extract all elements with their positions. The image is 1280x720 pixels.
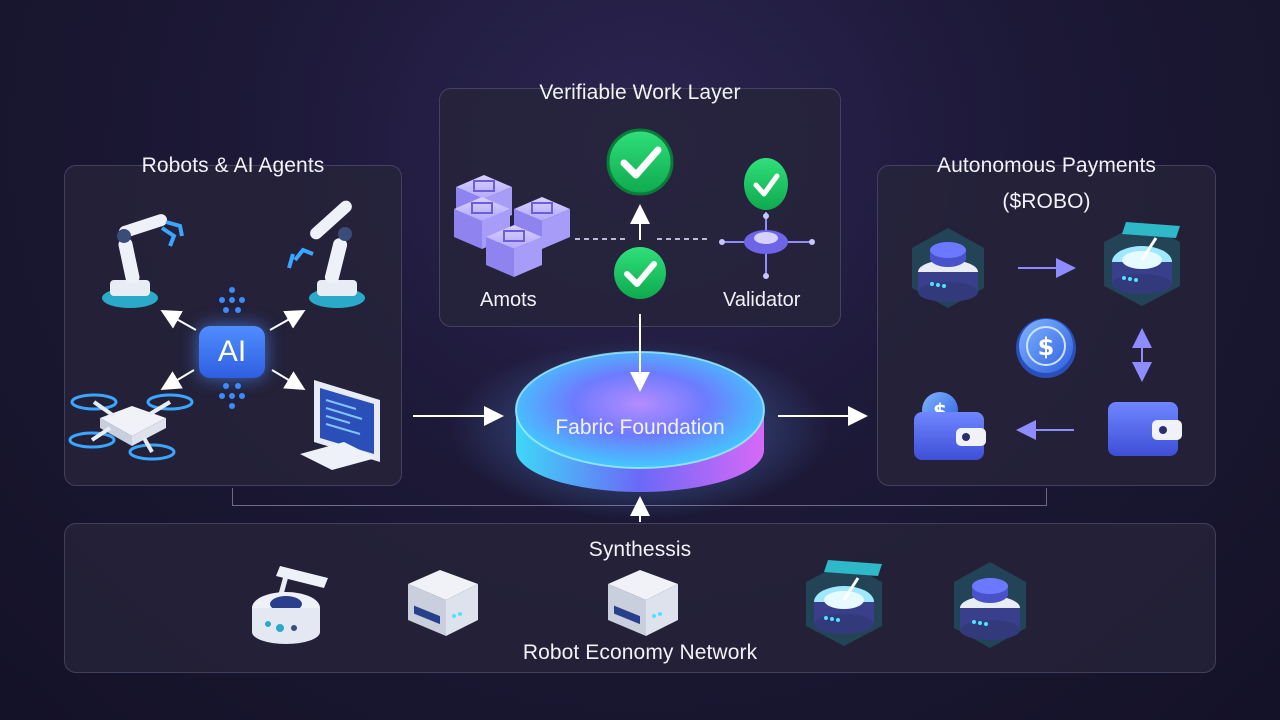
amots-label: Amots [480,289,537,311]
check-badge-icon [614,247,666,299]
ai-badge: AI [199,326,265,378]
synthesis-title: Synthessis [588,538,692,561]
validator-label: Validator [723,289,801,311]
validator-node-icon [719,158,815,279]
drone-icon [68,393,194,461]
robot-arm-icon [287,200,365,308]
robot-station-icon [806,560,882,646]
robot-pod-icon [912,228,984,308]
wallet-coin-icon: $ [914,392,986,460]
wallet-icon [1108,402,1182,456]
robot-arm-icon [102,214,184,308]
dollar-coin-icon: $ [1016,318,1076,378]
payments-title: Autonomous Payments [936,154,1157,177]
robot-scanner-icon [252,566,328,644]
check-badge-icon [606,128,674,196]
fabric-foundation-label: Fabric Foundation [555,416,725,439]
robots-agents-title: Robots & AI Agents [141,154,325,177]
server-box-icon [608,570,678,636]
ai-dots [219,287,245,409]
robot-economy-network-label: Robot Economy Network [522,641,758,664]
robot-pod-icon [954,562,1026,648]
payments-token-label: ($ROBO) [1002,190,1091,213]
robot-station-icon [1104,222,1180,306]
fabric-foundation-disc [450,340,830,520]
svg-text:$: $ [1038,333,1055,361]
cube-cluster-icon [453,175,571,278]
verifiable-work-title: Verifiable Work Layer [539,81,741,104]
monitor-icon [300,380,380,470]
server-box-icon [408,570,478,636]
